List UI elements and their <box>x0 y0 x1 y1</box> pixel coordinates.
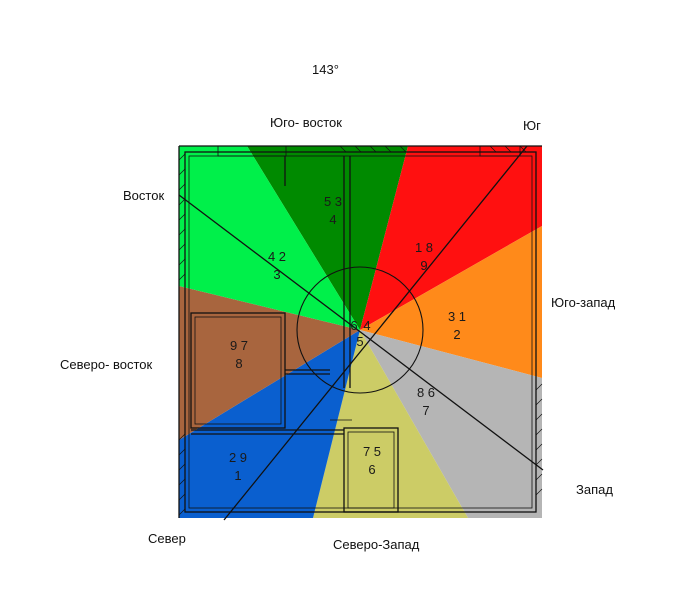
center-circle <box>296 266 424 394</box>
floor-plan <box>178 145 543 518</box>
label-east: Восток <box>123 188 165 203</box>
label-south-west: Юго-запад <box>551 295 616 310</box>
sector-number-north-top: 2 9 <box>229 450 247 465</box>
label-south-east: Юго- восток <box>270 115 342 130</box>
sector-south-west <box>360 226 542 378</box>
sector-number-south-top: 1 8 <box>415 240 433 255</box>
sector-north-west <box>313 330 468 518</box>
sector-south-east <box>247 146 408 330</box>
sector-number-east-top: 4 2 <box>268 249 286 264</box>
degree-label: 143° <box>312 62 339 77</box>
center-digit-top-right: 4 <box>363 318 370 333</box>
sector-number-north-west-bottom: 6 <box>368 462 375 477</box>
sector-number-south-bottom: 9 <box>420 258 427 273</box>
label-west: Запад <box>576 482 613 497</box>
sector-number-west-top: 8 6 <box>417 385 435 400</box>
sector-number-south-west-top: 3 1 <box>448 309 466 324</box>
sector-north-east <box>179 286 360 440</box>
center-digit-bottom: 5 <box>356 334 363 349</box>
center-digit-top-left: 6 <box>350 318 357 333</box>
label-north-east: Северо- восток <box>60 357 153 372</box>
sector-west <box>360 330 542 518</box>
sector-number-south-west-bottom: 2 <box>453 327 460 342</box>
sector-number-north-west-top: 7 5 <box>363 444 381 459</box>
sector-south <box>360 146 542 330</box>
sector-east <box>179 146 360 330</box>
sector-number-east-bottom: 3 <box>273 267 280 282</box>
sector-number-west-bottom: 7 <box>422 403 429 418</box>
label-south: Юг <box>523 118 541 133</box>
sector-number-south-east-bottom: 4 <box>329 212 336 227</box>
label-north: Север <box>148 531 186 546</box>
sector-number-south-east-top: 5 3 <box>324 194 342 209</box>
sector-number-north-bottom: 1 <box>234 468 241 483</box>
axis-lines <box>178 145 544 521</box>
sector-number-north-east-top: 9 7 <box>230 338 248 353</box>
sector-number-north-east-bottom: 8 <box>235 356 242 371</box>
center-digits: 6 4 5 <box>350 318 370 349</box>
label-north-west: Северо-Запад <box>333 537 420 552</box>
